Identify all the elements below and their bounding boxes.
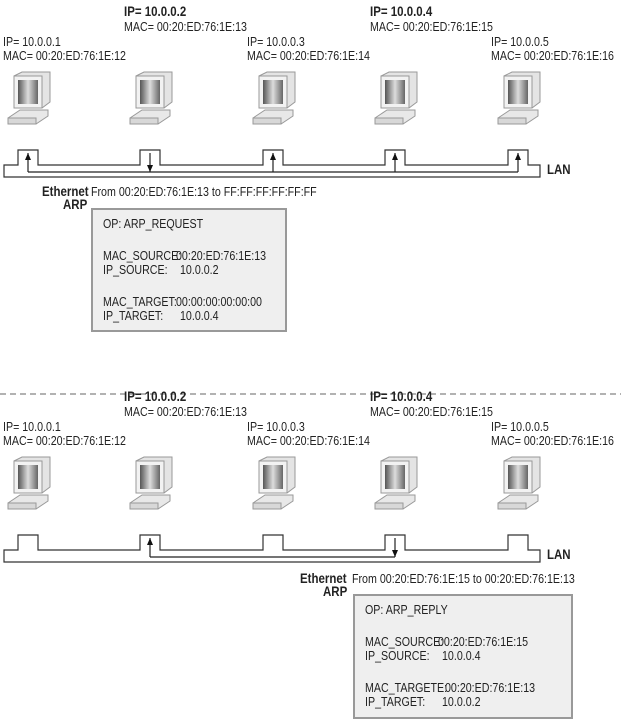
computer-icon xyxy=(129,71,173,125)
host-mac-label: MAC= 00:20:ED:76:1E:13 xyxy=(124,404,247,419)
arp-op: OP: ARP_REPLY xyxy=(365,602,448,617)
arrow-up-icon xyxy=(270,153,276,160)
host-ip-label: IP= 10.0.0.3 xyxy=(247,34,305,49)
arrow-up-icon xyxy=(147,538,153,545)
mac-source-label: MAC_SOURCE: xyxy=(365,634,444,649)
arrow-up-icon xyxy=(392,153,398,160)
arrow-down-icon xyxy=(392,550,398,557)
arp-op: OP: ARP_REQUEST xyxy=(103,216,204,231)
host-mac-label: MAC= 00:20:ED:76:1E:16 xyxy=(491,433,614,448)
host-ip-label: IP= 10.0.0.1 xyxy=(3,34,61,49)
host-mac-label: MAC= 00:20:ED:76:1E:13 xyxy=(124,19,247,34)
mac-target-label: MAC_TARGET: xyxy=(103,294,177,309)
host-mac-label: MAC= 00:20:ED:76:1E:15 xyxy=(370,404,493,419)
ip-source: 10.0.0.2 xyxy=(180,262,219,277)
ethernet-label: Ethernet xyxy=(42,183,89,199)
host-ip-label: IP= 10.0.0.4 xyxy=(370,388,433,404)
lan-label: LAN xyxy=(547,546,571,562)
mac-target: 00:00:00:00:00:00 xyxy=(176,294,262,309)
ip-target-label: IP_TARGET: xyxy=(103,308,164,323)
ethernet-addresses: From 00:20:ED:76:1E:13 to FF:FF:FF:FF:FF… xyxy=(91,184,317,199)
arp-request-packet: OP: ARP_REQUEST MAC_SOURCE: 00:20:ED:76:… xyxy=(91,208,287,332)
ip-source-label: IP_SOURCE: xyxy=(365,648,430,663)
host-ip-label: IP= 10.0.0.1 xyxy=(3,419,61,434)
arrow-up-icon xyxy=(515,153,521,160)
host-mac-label: MAC= 00:20:ED:76:1E:14 xyxy=(247,48,370,63)
host-ip-label: IP= 10.0.0.2 xyxy=(124,3,187,19)
computer-icon xyxy=(252,71,296,125)
host-ip-label: IP= 10.0.0.3 xyxy=(247,419,305,434)
computer-icon xyxy=(7,71,51,125)
arp-label: ARP xyxy=(63,196,88,212)
lan-bus xyxy=(3,534,541,563)
ip-source: 10.0.0.4 xyxy=(442,648,481,663)
mac-target: 00:20:ED:76:1E:13 xyxy=(445,680,536,695)
host-mac-label: MAC= 00:20:ED:76:1E:15 xyxy=(370,19,493,34)
host-ip-label: IP= 10.0.0.2 xyxy=(124,388,187,404)
ip-target: 10.0.0.4 xyxy=(180,308,219,323)
ip-target-label: IP_TARGET: xyxy=(365,694,426,709)
mac-source: 00:20:ED:76:1E:13 xyxy=(176,248,267,263)
host-ip-label: IP= 10.0.0.4 xyxy=(370,3,433,19)
lan-label: LAN xyxy=(547,161,571,177)
computer-icon xyxy=(7,456,51,510)
mac-source: 00:20:ED:76:1E:15 xyxy=(438,634,529,649)
ip-source-label: IP_SOURCE: xyxy=(103,262,168,277)
computer-icon xyxy=(252,456,296,510)
computer-icon xyxy=(374,71,418,125)
host-mac-label: MAC= 00:20:ED:76:1E:12 xyxy=(3,433,126,448)
arrow-down-icon xyxy=(147,165,153,172)
computer-icon xyxy=(374,456,418,510)
arp-label: ARP xyxy=(323,583,348,599)
arp-reply-packet: OP: ARP_REPLY MAC_SOURCE: 00:20:ED:76:1E… xyxy=(353,594,573,719)
mac-source-label: MAC_SOURCE: xyxy=(103,248,182,263)
arrow-up-icon xyxy=(25,153,31,160)
computer-icon xyxy=(497,456,541,510)
host-mac-label: MAC= 00:20:ED:76:1E:12 xyxy=(3,48,126,63)
host-ip-label: IP= 10.0.0.5 xyxy=(491,419,549,434)
computer-icon xyxy=(497,71,541,125)
lan-bus xyxy=(3,149,541,178)
ethernet-addresses: From 00:20:ED:76:1E:15 to 00:20:ED:76:1E… xyxy=(352,571,575,586)
mac-target-label: MAC_TARGETE: xyxy=(365,680,448,695)
host-ip-label: IP= 10.0.0.5 xyxy=(491,34,549,49)
computer-icon xyxy=(129,456,173,510)
ip-target: 10.0.0.2 xyxy=(442,694,481,709)
host-mac-label: MAC= 00:20:ED:76:1E:14 xyxy=(247,433,370,448)
host-mac-label: MAC= 00:20:ED:76:1E:16 xyxy=(491,48,614,63)
ethernet-label: Ethernet xyxy=(300,570,347,586)
